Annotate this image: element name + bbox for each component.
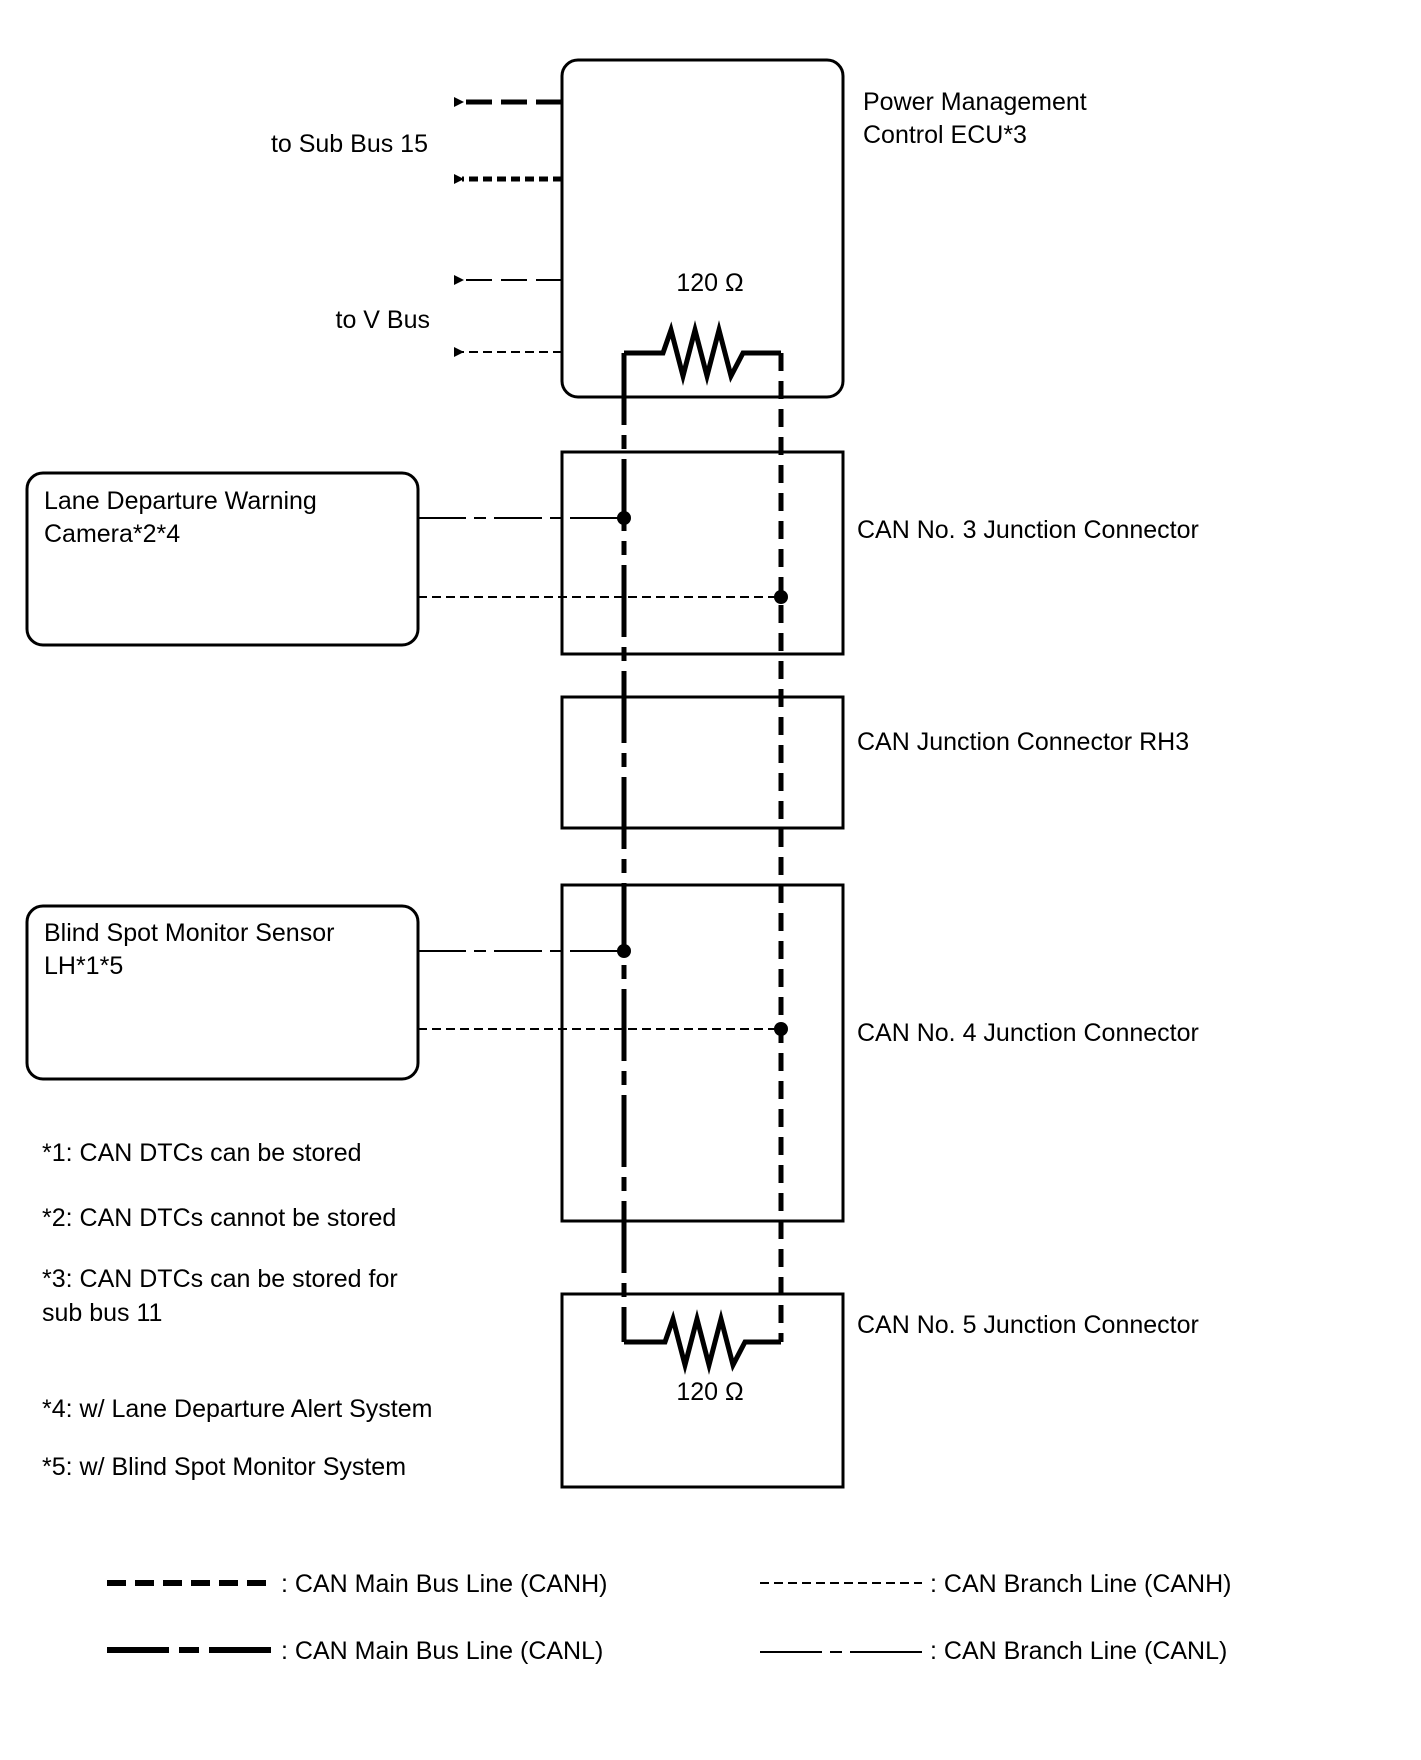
jc5-box — [560, 1292, 845, 1489]
jc-rh3-label: CAN Junction Connector RH3 — [857, 728, 1189, 756]
sub-bus-15-label: to Sub Bus 15 — [271, 130, 428, 158]
ldw-camera-box — [25, 471, 420, 647]
jc4-box — [560, 883, 845, 1223]
note-1: *1: CAN DTCs can be stored — [42, 1139, 362, 1167]
legend-label-main-canl: : CAN Main Bus Line (CANL) — [281, 1637, 603, 1665]
v-bus-label: to V Bus — [336, 306, 431, 334]
legend-label-branch-canl: : CAN Branch Line (CANL) — [930, 1637, 1227, 1665]
bsm-canh-junction-dot — [774, 1022, 788, 1036]
jc4-label: CAN No. 4 Junction Connector — [857, 1019, 1199, 1047]
ldw-canl-junction-dot — [617, 511, 631, 525]
bottom-terminator-resistor — [624, 1309, 781, 1375]
bsm-sensor-box — [25, 904, 420, 1081]
jc5-label: CAN No. 5 Junction Connector — [857, 1311, 1199, 1339]
legend-label-main-canh: : CAN Main Bus Line (CANH) — [281, 1570, 607, 1598]
jc3-label: CAN No. 3 Junction Connector — [857, 516, 1199, 544]
power-management-ecu-box — [560, 58, 845, 399]
top-terminator-resistor — [624, 320, 781, 386]
note-2: *2: CAN DTCs cannot be stored — [42, 1204, 396, 1232]
jc3-box — [560, 450, 845, 656]
bottom-resistor-value: 120 Ω — [676, 1378, 743, 1406]
note-5: *5: w/ Blind Spot Monitor System — [42, 1453, 406, 1481]
note-4: *4: w/ Lane Departure Alert System — [42, 1395, 432, 1423]
legend-label-branch-canh: : CAN Branch Line (CANH) — [930, 1570, 1231, 1598]
top-resistor-value: 120 Ω — [676, 269, 743, 297]
jc-rh3-box — [560, 695, 845, 830]
ldw-canh-junction-dot — [774, 590, 788, 604]
bsm-canl-junction-dot — [617, 944, 631, 958]
